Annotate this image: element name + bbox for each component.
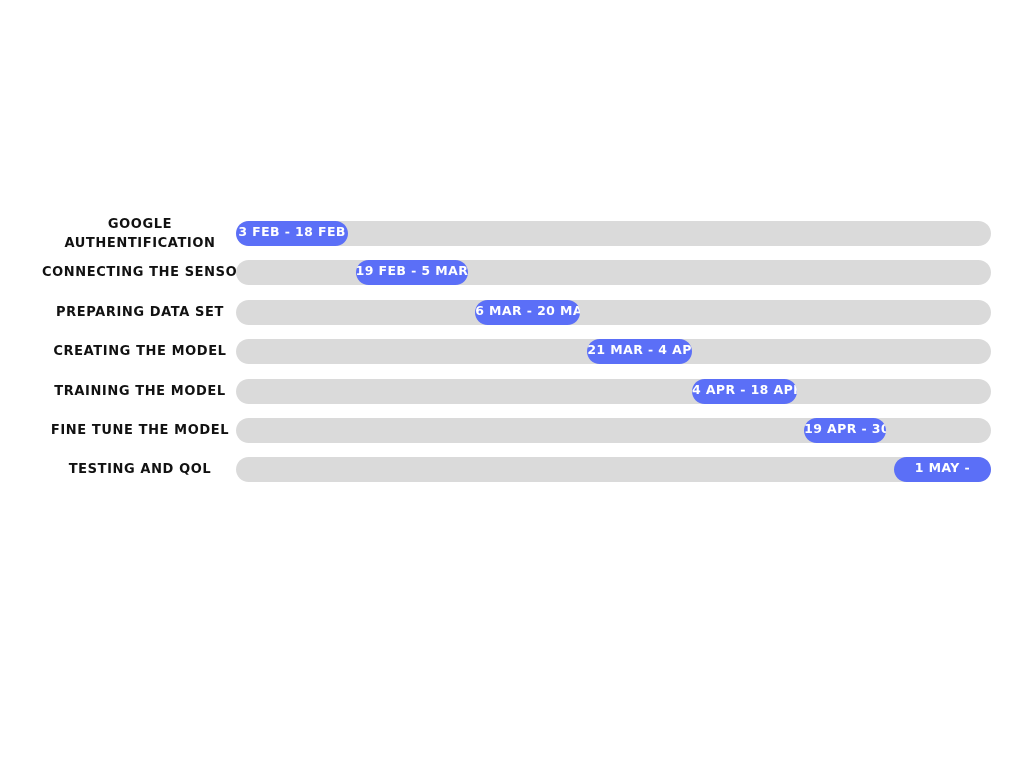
task-label: TRAINING THE MODEL <box>54 383 226 399</box>
task-label: CREATING THE MODEL <box>53 344 227 360</box>
task-bar[interactable]: 4 APR - 18 APR <box>691 378 797 404</box>
task-label: PREPARING DATA SET <box>56 304 224 320</box>
task-bar[interactable]: 1 MAY - <box>893 457 991 483</box>
task-bar[interactable]: 3 FEB - 18 FEB <box>236 221 349 246</box>
task-label: FINE TUNE THE MODEL <box>50 423 230 438</box>
timeline-track <box>236 378 991 404</box>
timeline-track <box>236 457 991 483</box>
task-label: TESTING AND QOL <box>68 462 212 478</box>
task-label: GOOGLE AUTHENTIFICATION <box>64 216 216 251</box>
task-bar[interactable]: 19 APR - 30 APR <box>804 418 887 443</box>
timeline-track <box>236 221 991 246</box>
task-label: CONNECTING THE SENSORS <box>42 265 258 281</box>
timeline-track <box>236 299 991 325</box>
timeline-track <box>236 260 991 286</box>
task-bar[interactable]: 19 FEB - 5 MAR <box>355 260 468 286</box>
task-bar[interactable]: 6 MAR - 20 MAR <box>475 299 580 325</box>
task-bar[interactable]: 21 MAR - 4 APR <box>587 339 692 365</box>
